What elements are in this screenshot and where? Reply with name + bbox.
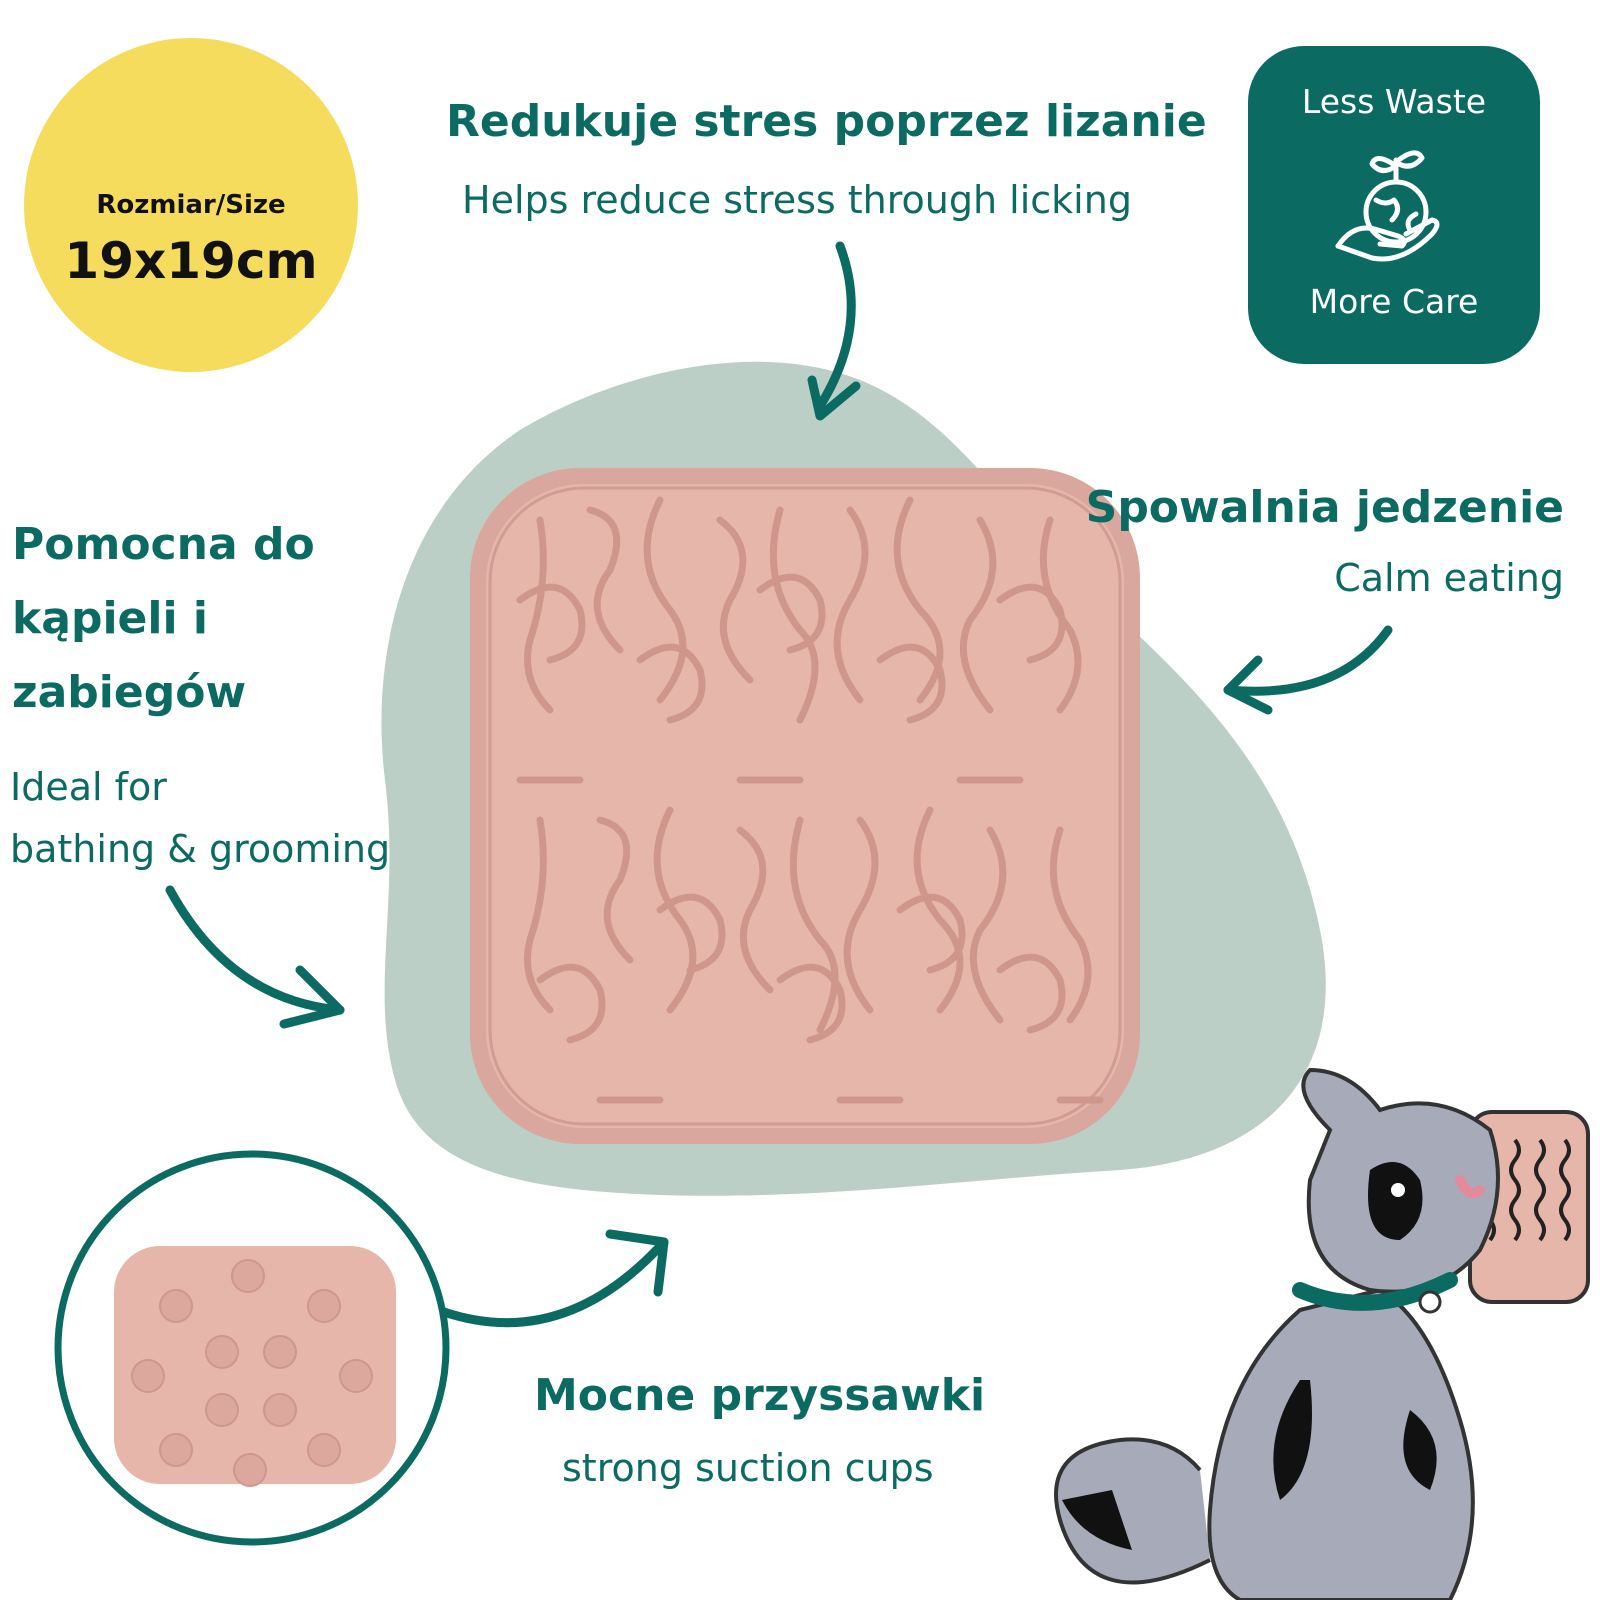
feature-left-subtext-line: Ideal for [10, 765, 167, 809]
arrow-right-head-icon [1223, 655, 1273, 715]
eco-badge: Less Waste More Care [1248, 46, 1540, 364]
arrow-top-icon [815, 241, 856, 411]
feature-bottom-subtext: strong suction cups [562, 1446, 934, 1490]
plant-globe-hand-icon [1335, 150, 1440, 262]
arrows [165, 241, 1393, 1328]
size-label: Rozmiar/Size [96, 190, 286, 220]
feature-top-heading: Redukuje stres poprzez lizanie [446, 96, 1207, 147]
feature-left-heading-line: Pomocna do [12, 519, 315, 570]
feature-top-subtext: Helps reduce stress through licking [462, 178, 1132, 222]
arrow-left-head-icon [279, 965, 345, 1029]
arrow-bottom-icon [439, 1237, 669, 1328]
arrow-bottom-head-icon [605, 1229, 669, 1297]
feature-right-subtext: Calm eating [1334, 556, 1564, 600]
cat-illustration [1054, 1067, 1590, 1600]
size-badge: Rozmiar/Size 19x19cm [24, 38, 358, 372]
eco-top-text: Less Waste [1301, 82, 1487, 121]
suction-cups-inset [54, 1150, 450, 1546]
feature-bottom-heading: Mocne przyssawki [534, 1370, 986, 1421]
feature-left-subtext: Ideal for bathing & grooming [10, 756, 410, 880]
size-value: 19x19cm [64, 232, 318, 290]
arrow-top-head-icon [807, 375, 861, 421]
feature-left-subtext-line: bathing & grooming [10, 827, 391, 871]
lick-mat [470, 468, 1140, 1144]
feature-right-heading: Spowalnia jedzenie [1085, 482, 1564, 533]
feature-left-heading-line: kąpieli i [12, 593, 208, 644]
feature-left-heading: Pomocna do kąpieli i zabiegów [12, 508, 352, 730]
feature-left-heading-line: zabiegów [12, 667, 247, 718]
eco-bottom-text: More Care [1309, 282, 1479, 321]
arrow-right-icon [1223, 625, 1393, 696]
arrow-left-icon [165, 885, 345, 1015]
